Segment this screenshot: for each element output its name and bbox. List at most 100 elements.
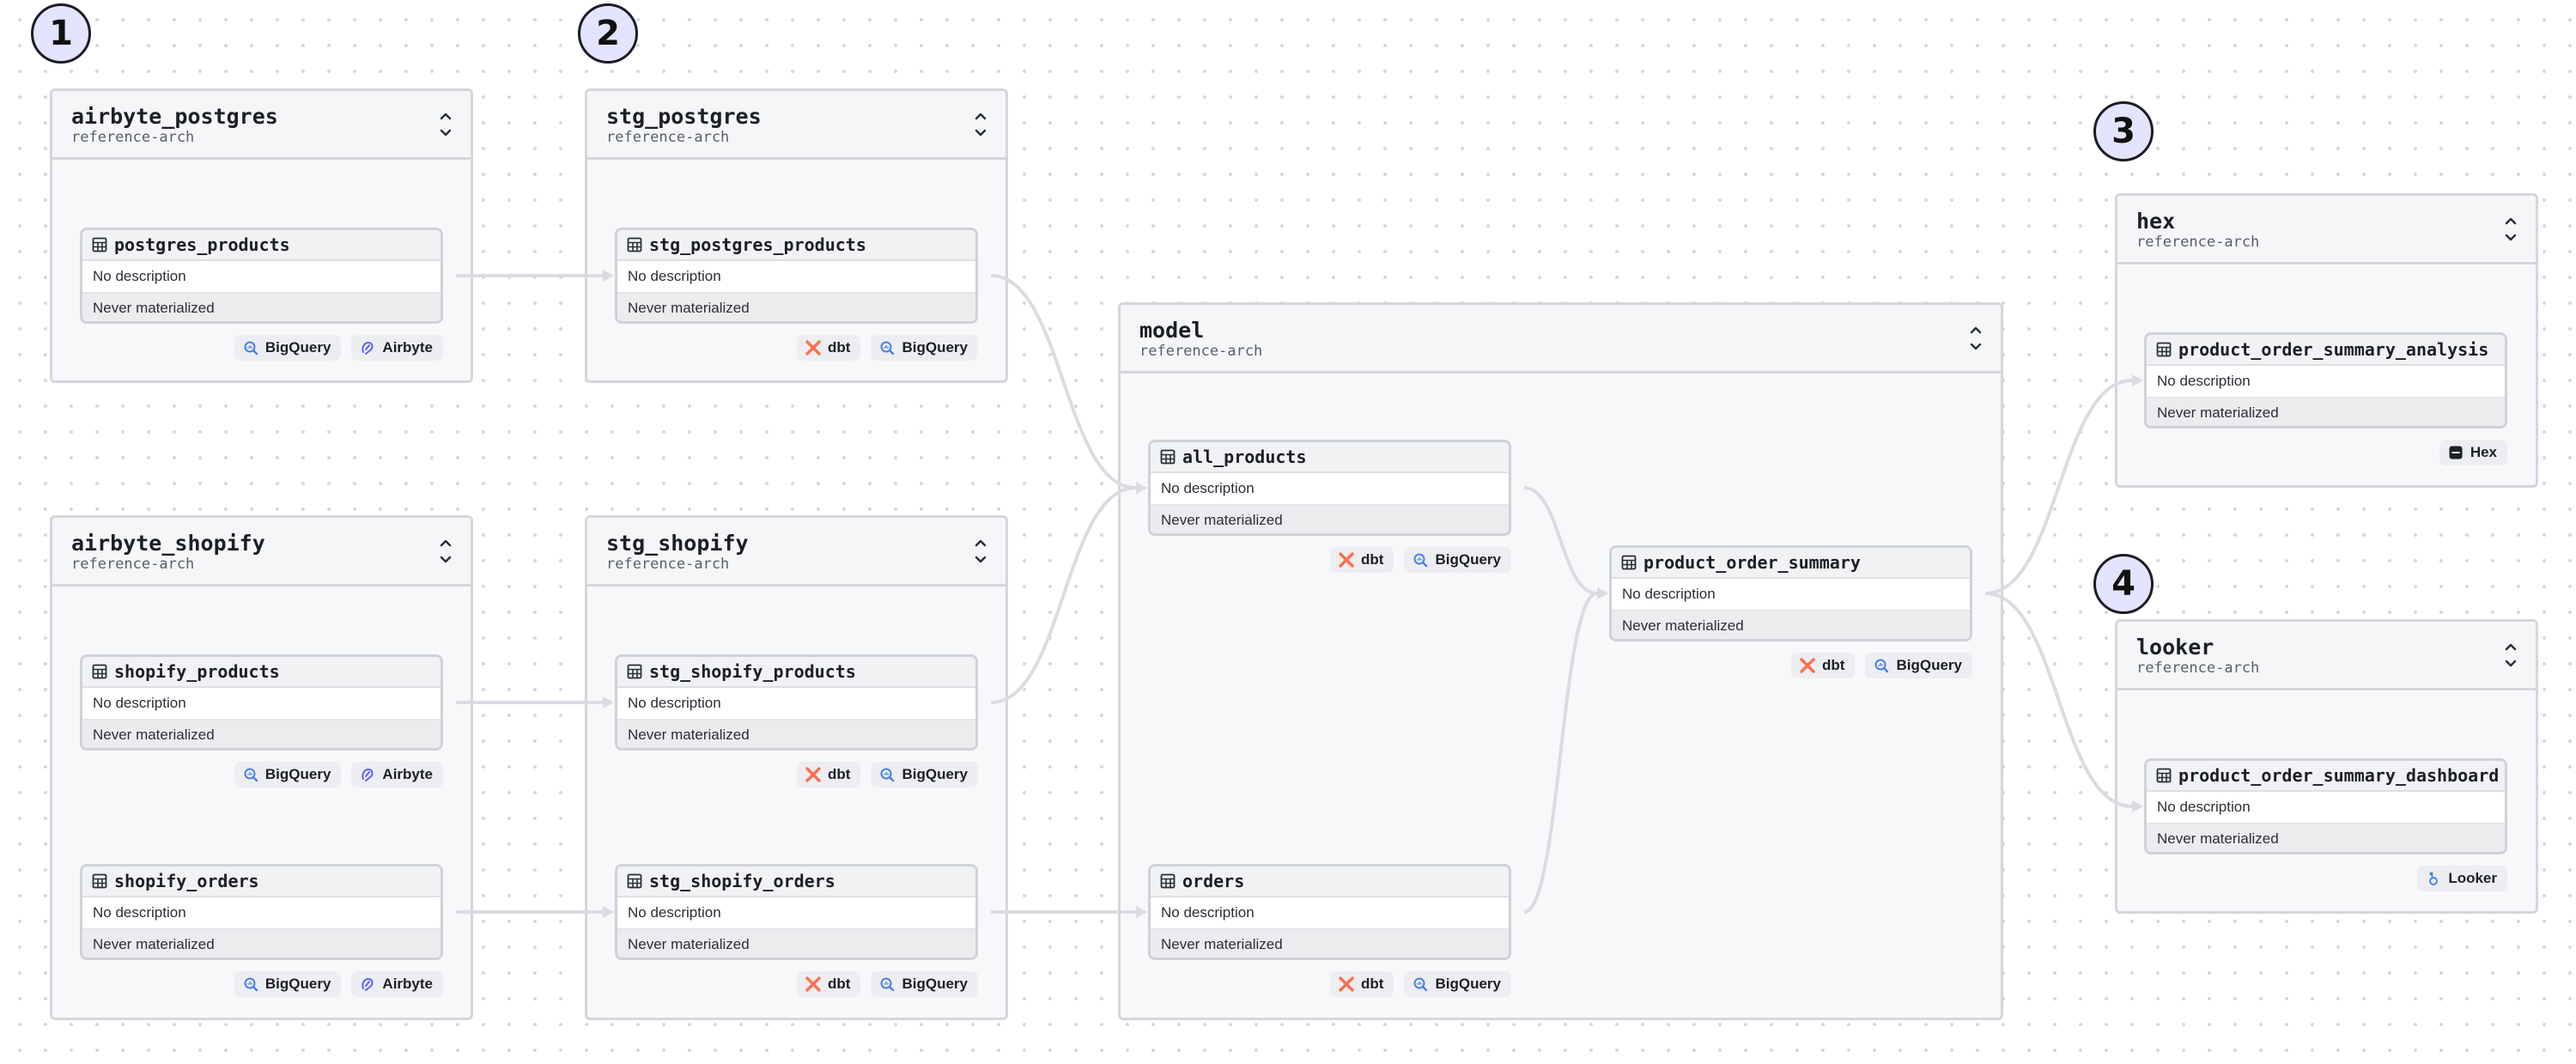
bigquery-icon xyxy=(880,977,895,992)
collapse-icon[interactable] xyxy=(436,538,455,564)
group-subtitle: reference-arch xyxy=(71,129,195,146)
bigquery-icon xyxy=(244,977,258,992)
collapse-icon[interactable] xyxy=(2501,216,2520,242)
kind-badge-bigquery: BigQuery xyxy=(1404,547,1511,573)
step-number: 4 xyxy=(2111,564,2136,604)
group-header: airbyte_shopify reference-arch xyxy=(52,518,471,587)
collapse-icon[interactable] xyxy=(971,538,990,564)
asset-description: No description xyxy=(1161,480,1255,496)
asset-status: Never materialized xyxy=(2147,397,2505,426)
dbt-icon xyxy=(805,767,821,782)
badge-row: dbt BigQuery xyxy=(1330,971,1511,997)
asset-name: postgres_products xyxy=(114,234,290,255)
step-marker-4: 4 xyxy=(2093,554,2154,614)
group-subtitle: reference-arch xyxy=(606,129,730,146)
badge-row: dbt BigQuery xyxy=(797,335,978,361)
collapse-icon[interactable] xyxy=(2501,642,2520,668)
asset-description: No description xyxy=(628,904,721,921)
group-title: stg_shopify xyxy=(606,531,749,556)
lineage-edge xyxy=(990,486,1137,704)
table-icon xyxy=(627,237,642,252)
asset-name: product_order_summary xyxy=(1643,552,1861,573)
table-icon xyxy=(92,873,107,889)
kind-badge-dbt: dbt xyxy=(797,335,861,361)
asset-name: shopify_products xyxy=(114,661,280,682)
kind-badge-airbyte: Airbyte xyxy=(351,762,443,787)
lineage-edge xyxy=(990,274,1137,489)
group-subtitle: reference-arch xyxy=(1139,343,1263,360)
kind-badge-hex: Hex xyxy=(2439,440,2507,465)
table-icon xyxy=(2156,342,2172,357)
step-marker-2: 2 xyxy=(578,3,638,64)
asset-node-stg-shopify-products[interactable]: stg_shopify_products No description Neve… xyxy=(615,654,978,751)
kind-badge-bigquery: BigQuery xyxy=(871,335,978,361)
table-icon xyxy=(627,873,642,889)
step-marker-1: 1 xyxy=(31,3,91,64)
kind-badge-airbyte: Airbyte xyxy=(351,971,443,997)
asset-status: Never materialized xyxy=(82,719,440,748)
group-subtitle: reference-arch xyxy=(2136,234,2260,251)
group-title: airbyte_postgres xyxy=(71,104,278,129)
table-icon xyxy=(1621,555,1637,570)
table-icon xyxy=(92,664,107,679)
group-header: airbyte_postgres reference-arch xyxy=(52,91,471,160)
step-number: 1 xyxy=(49,14,73,53)
asset-node-product-order-summary-analysis[interactable]: product_order_summary_analysis No descri… xyxy=(2144,332,2507,429)
kind-badge-bigquery: BigQuery xyxy=(871,971,978,997)
kind-badge-bigquery: BigQuery xyxy=(1404,971,1511,997)
asset-name: orders xyxy=(1182,871,1245,891)
group-subtitle: reference-arch xyxy=(606,556,730,573)
asset-description: No description xyxy=(93,268,186,284)
bigquery-icon xyxy=(1413,553,1428,568)
bigquery-icon xyxy=(1874,659,1889,673)
asset-node-orders[interactable]: orders No description Never materialized xyxy=(1148,864,1511,960)
bigquery-icon xyxy=(244,768,258,782)
dbt-icon xyxy=(805,976,821,992)
kind-badge-dbt: dbt xyxy=(1330,547,1394,573)
table-icon xyxy=(1160,449,1176,465)
kind-badge-bigquery: BigQuery xyxy=(234,335,342,361)
looker-icon xyxy=(2429,872,2439,885)
group-header: hex reference-arch xyxy=(2117,196,2536,264)
group-header: stg_shopify reference-arch xyxy=(587,518,1005,587)
group-title: airbyte_shopify xyxy=(71,531,265,556)
asset-node-stg-postgres-products[interactable]: stg_postgres_products No description Nev… xyxy=(615,228,978,324)
badge-row: BigQuery Airbyte xyxy=(234,335,443,361)
dbt-icon xyxy=(805,340,821,356)
asset-description: No description xyxy=(93,695,186,711)
kind-badge-looker: Looker xyxy=(2417,866,2507,891)
asset-node-postgres-products[interactable]: postgres_products No description Never m… xyxy=(80,228,443,324)
asset-name: stg_shopify_orders xyxy=(649,871,835,891)
asset-status: Never materialized xyxy=(617,292,975,321)
group-title: stg_postgres xyxy=(606,104,762,129)
lineage-edge xyxy=(1984,592,2133,808)
collapse-icon[interactable] xyxy=(436,112,455,137)
collapse-icon[interactable] xyxy=(971,112,990,137)
kind-badge-bigquery: BigQuery xyxy=(234,971,342,997)
group-title: model xyxy=(1139,318,1205,343)
badge-row: Looker xyxy=(2417,866,2507,891)
kind-badge-dbt: dbt xyxy=(1330,971,1394,997)
asset-node-product-order-summary[interactable]: product_order_summary No description Nev… xyxy=(1609,545,1972,641)
asset-status: Never materialized xyxy=(617,719,975,748)
asset-node-shopify-orders[interactable]: shopify_orders No description Never mate… xyxy=(80,864,443,960)
group-title: looker xyxy=(2136,635,2215,660)
badge-row: dbt BigQuery xyxy=(797,762,978,787)
kind-badge-dbt: dbt xyxy=(797,971,861,997)
collapse-icon[interactable] xyxy=(1966,325,1985,351)
asset-name: product_order_summary_analysis xyxy=(2178,339,2489,360)
badge-row: dbt BigQuery xyxy=(1330,547,1511,573)
asset-node-shopify-products[interactable]: shopify_products No description Never ma… xyxy=(80,654,443,751)
dbt-icon xyxy=(1339,552,1354,568)
dbt-icon xyxy=(1339,976,1354,992)
asset-node-all-products[interactable]: all_products No description Never materi… xyxy=(1148,440,1511,536)
asset-name: stg_shopify_products xyxy=(649,661,856,682)
asset-node-product-order-summary-dashboard[interactable]: product_order_summary_dashboard No descr… xyxy=(2144,758,2507,854)
asset-status: Never materialized xyxy=(1151,504,1509,533)
dbt-icon xyxy=(1800,658,1815,673)
airbyte-icon xyxy=(361,341,374,355)
asset-description: No description xyxy=(2157,373,2251,389)
asset-description: No description xyxy=(628,695,721,711)
asset-node-stg-shopify-orders[interactable]: stg_shopify_orders No description Never … xyxy=(615,864,978,960)
kind-badge-airbyte: Airbyte xyxy=(351,335,443,361)
